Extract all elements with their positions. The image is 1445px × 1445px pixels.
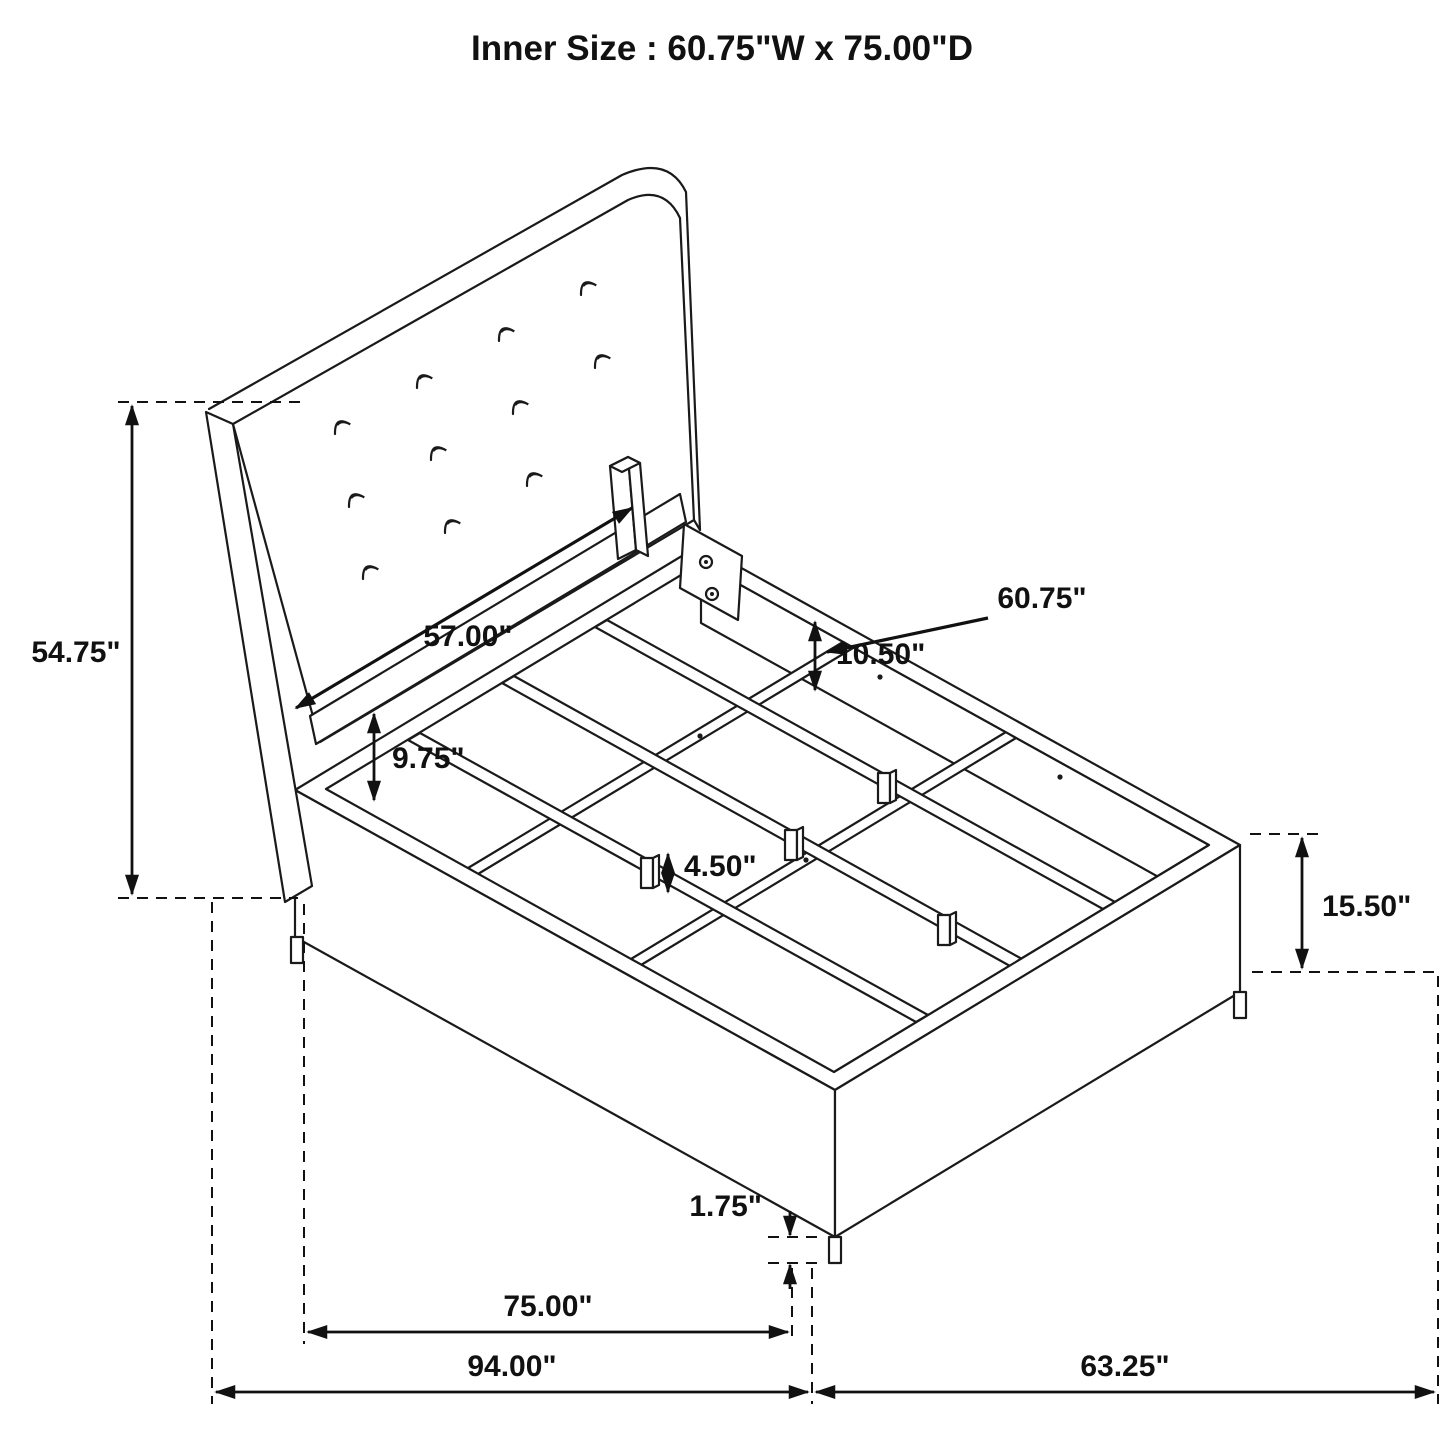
dim-center-leg-height: 4.50" bbox=[661, 850, 757, 894]
support-leg bbox=[936, 913, 952, 947]
support-leg bbox=[783, 828, 799, 862]
dim-label: 75.00" bbox=[503, 1290, 592, 1323]
dim-overall-depth: 94.00" bbox=[211, 902, 813, 1404]
dim-label: 10.50" bbox=[836, 638, 925, 671]
dim-overall-width: 63.25" bbox=[814, 976, 1439, 1404]
dim-label: 1.75" bbox=[689, 1190, 762, 1223]
screw-dot bbox=[697, 733, 703, 739]
headboard-wing bbox=[204, 410, 314, 904]
dim-foot-leg-height: 1.75" bbox=[689, 1190, 824, 1289]
support-leg bbox=[876, 771, 892, 805]
corner-foot bbox=[289, 935, 305, 965]
center-post-top bbox=[608, 455, 642, 474]
dim-label: 57.00" bbox=[423, 620, 512, 653]
frame-base bbox=[289, 543, 1248, 1265]
dim-head-rail-height: 10.50" bbox=[808, 620, 925, 692]
right-rail-inner-face bbox=[699, 561, 1211, 907]
dim-label: 4.50" bbox=[684, 850, 757, 883]
diagram-title: Inner Size : 60.75"W x 75.00"D bbox=[471, 29, 973, 68]
support-leg-side bbox=[651, 853, 661, 890]
dim-headboard-height: 54.75" bbox=[31, 401, 306, 899]
screw-dot bbox=[803, 857, 809, 863]
dim-label: 54.75" bbox=[31, 636, 120, 669]
dim-slat-inner-width: 60.75" bbox=[825, 582, 1087, 655]
support-leg-side bbox=[948, 910, 958, 947]
dim-side-rail-outer-height: 15.50" bbox=[1250, 833, 1438, 973]
corner-foot bbox=[827, 1235, 843, 1265]
dim-label: 15.50" bbox=[1322, 890, 1411, 923]
screw-dot bbox=[877, 674, 883, 680]
headboard-edge bbox=[207, 167, 702, 532]
dim-headboard-inner-width: 57.00" bbox=[294, 506, 634, 710]
dim-side-rail-inner-height: 9.75" bbox=[367, 712, 465, 802]
corner-foot bbox=[1232, 990, 1248, 1020]
leader-line bbox=[825, 616, 989, 655]
support-leg bbox=[639, 856, 655, 890]
dim-label: 9.75" bbox=[392, 742, 465, 775]
support-legs bbox=[639, 768, 958, 947]
dim-label: 63.25" bbox=[1080, 1350, 1169, 1383]
dim-inner-depth: 75.00" bbox=[303, 904, 793, 1344]
dimension-line bbox=[294, 506, 634, 710]
bolt-dot bbox=[704, 560, 708, 564]
bolt-dot bbox=[710, 592, 714, 596]
dim-label: 94.00" bbox=[467, 1350, 556, 1383]
mounting-bracket bbox=[678, 522, 744, 622]
support-leg-side bbox=[888, 768, 898, 805]
dim-label: 60.75" bbox=[997, 582, 1086, 615]
screw-dot bbox=[1057, 774, 1063, 780]
support-leg-side bbox=[795, 825, 805, 862]
